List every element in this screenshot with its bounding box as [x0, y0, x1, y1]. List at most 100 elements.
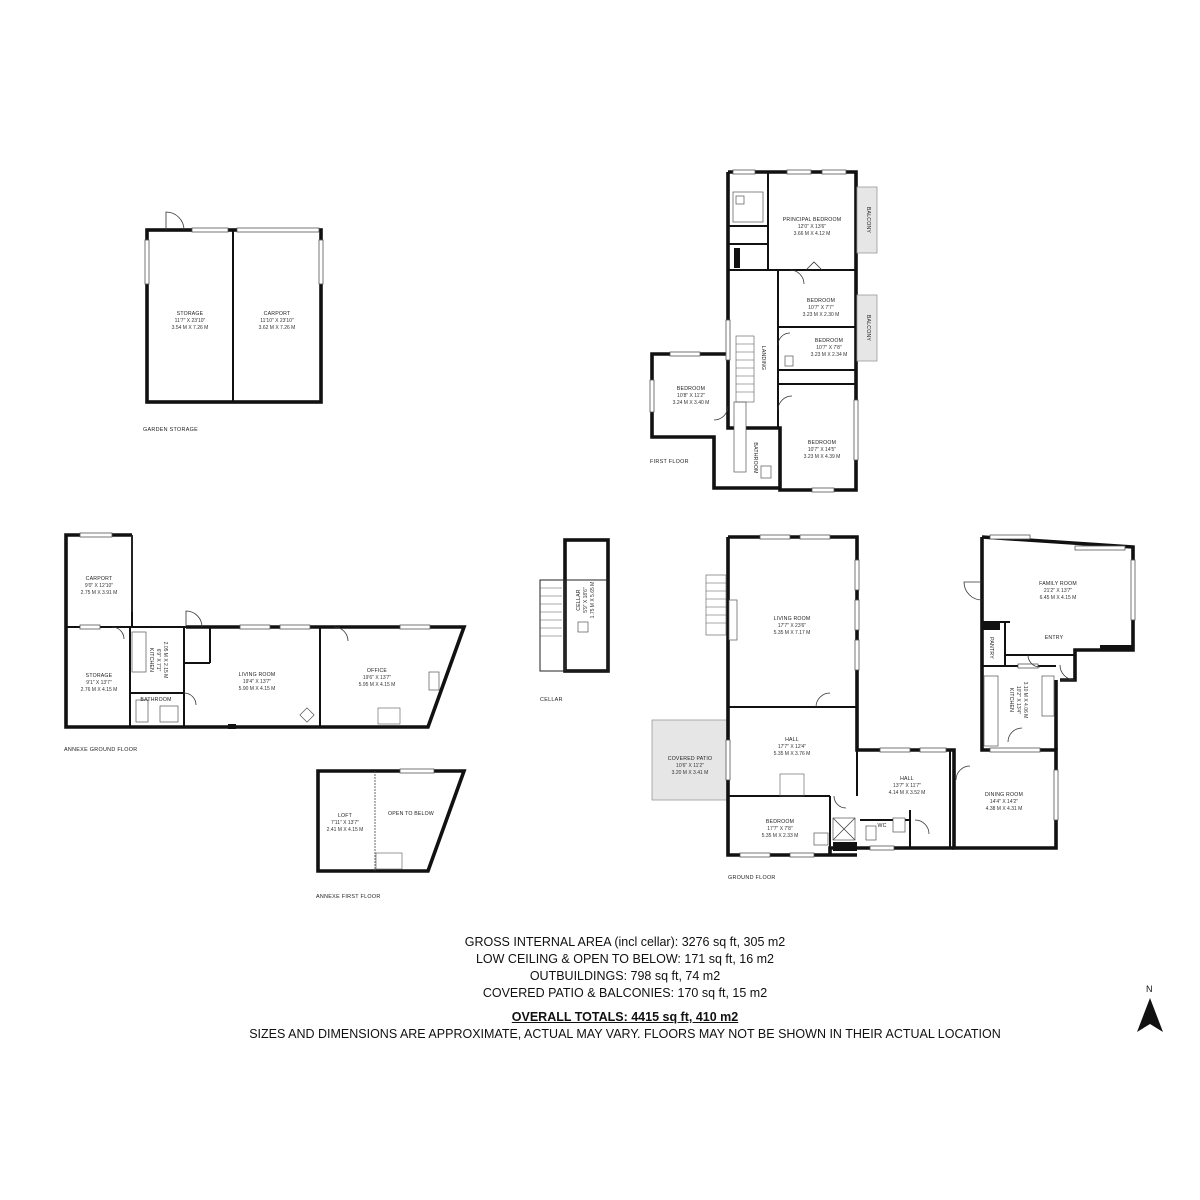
first-floor-wing — [650, 352, 780, 490]
bathroom-label-ff: BATHROOM — [752, 442, 758, 473]
annexe-storage-name: STORAGE — [86, 673, 113, 679]
overall-totals: OVERALL TOTALS: 4415 sq ft, 410 m2 — [511, 1010, 739, 1024]
dining-room-metric: 4.38 M X 4.31 M — [986, 806, 1023, 812]
ground-bedroom-metric: 5.35 M X 2.33 M — [762, 833, 799, 839]
annexe-carport-imperial: 9'0" X 12'10" — [85, 583, 113, 589]
bedroom-4-metric: 3.24 M X 3.40 M — [673, 400, 710, 406]
bedroom-5-name: BEDROOM — [808, 440, 836, 446]
balcony-label-1: BALCONY — [865, 207, 871, 234]
floor-label-cellar: CELLAR — [540, 697, 563, 703]
window — [144, 239, 150, 285]
annexe-outline — [64, 533, 467, 729]
covered-patio-name: COVERED PATIO — [668, 756, 713, 762]
annexe-carport-metric: 2.75 M X 3.91 M — [81, 590, 118, 596]
principal-bedroom-name: PRINCIPAL BEDROOM — [783, 217, 841, 223]
kitchen-metric: 3.10 M X 4.06 M — [1022, 682, 1028, 719]
compass: N — [1137, 984, 1167, 1036]
annexe-kitchen-metric: 2.05 M X 2.15 M — [162, 642, 168, 679]
covered-patio-imperial: 10'6" X 11'2" — [676, 763, 704, 769]
bedroom-3-name: BEDROOM — [815, 338, 843, 344]
living-room-imperial: 17'7" X 23'6" — [778, 623, 806, 629]
balcony-2 — [856, 294, 878, 362]
annexe-living-imperial: 19'4" X 13'7" — [243, 679, 271, 685]
annexe-first-floor-plan — [316, 768, 467, 873]
window — [318, 239, 324, 285]
storage-imperial: 11'7" X 23'10" — [175, 318, 206, 324]
bedroom-4-name: BEDROOM — [677, 386, 705, 392]
outbuildings-area: OUTBUILDINGS: 798 sq ft, 74 m2 — [529, 969, 721, 983]
storage-name: STORAGE — [177, 311, 204, 317]
annexe-bathroom-label: BATHROOM — [140, 697, 171, 703]
bedroom-5-imperial: 10'7" X 14'5" — [808, 447, 836, 453]
hall-1-imperial: 17'7" X 12'4" — [778, 744, 806, 750]
door-swing — [165, 211, 185, 231]
bedroom-3-metric: 3.23 M X 2.34 M — [811, 352, 848, 358]
cellar-metric: 1.75 M X 5.65 M — [590, 582, 596, 619]
ground-bedroom-imperial: 17'7" X 7'8" — [767, 826, 793, 832]
bedroom-3-imperial: 10'7" X 7'8" — [816, 345, 842, 351]
family-room-metric: 6.45 M X 4.15 M — [1040, 595, 1077, 601]
low-ceiling-area: LOW CEILING & OPEN TO BELOW: 171 sq ft, … — [475, 952, 775, 966]
cellar-imperial: 5'9" X 18'6" — [583, 587, 589, 613]
covered-patio-area: COVERED PATIO & BALCONIES: 170 sq ft, 15… — [482, 986, 768, 1000]
office-metric: 5.95 M X 4.15 M — [359, 682, 396, 688]
office-name: OFFICE — [367, 668, 388, 674]
annexe-carport-name: CARPORT — [86, 576, 113, 582]
annexe-living-name: LIVING ROOM — [239, 672, 276, 678]
ground-bedroom-name: BEDROOM — [766, 819, 794, 825]
north-arrow-icon — [1137, 998, 1163, 1032]
family-room-imperial: 21'2" X 13'7" — [1044, 588, 1072, 594]
cellar-name: CELLAR — [576, 589, 582, 610]
first-floor-plan — [649, 169, 878, 493]
living-room-metric: 5.35 M X 7.17 M — [774, 630, 811, 636]
bedroom-2-imperial: 10'7" X 7'7" — [808, 305, 834, 311]
floor-label-annexe-ground: ANNEXE GROUND FLOOR — [64, 747, 137, 753]
family-room-name: FAMILY ROOM — [1039, 581, 1077, 587]
annexe-ground-floor-plan — [64, 532, 467, 729]
carport-opening — [236, 227, 320, 233]
annexe-kitchen-name: KITCHEN — [148, 648, 154, 672]
balcony-1 — [856, 186, 878, 254]
carport-imperial: 11'10" X 23'10" — [260, 318, 294, 324]
floor-label-first-floor: FIRST FLOOR — [650, 459, 689, 465]
hall-2-imperial: 13'7" X 11'7" — [893, 783, 921, 789]
bedroom-2-metric: 3.23 M X 2.30 M — [803, 312, 840, 318]
covered-patio — [651, 719, 729, 801]
hall-2-metric: 4.14 M X 3.52 M — [889, 790, 926, 796]
annexe-storage-imperial: 9'1" X 13'7" — [86, 680, 112, 686]
north-label: N — [1146, 984, 1153, 994]
dining-room-imperial: 14'4" X 14'2" — [990, 799, 1018, 805]
carport-name: CARPORT — [264, 311, 291, 317]
entry-label: ENTRY — [1045, 635, 1064, 641]
floor-label-annexe-first: ANNEXE FIRST FLOOR — [316, 894, 381, 900]
covered-patio-metric: 3.20 M X 3.41 M — [672, 770, 709, 776]
wc-label: WC — [877, 823, 886, 829]
disclaimer: SIZES AND DIMENSIONS ARE APPROXIMATE, AC… — [249, 1027, 1001, 1041]
balcony-label-2: BALCONY — [865, 315, 871, 342]
bedroom-5-metric: 3.23 M X 4.39 M — [804, 454, 841, 460]
hall-1-metric: 5.35 M X 3.76 M — [774, 751, 811, 757]
bedroom-2-name: BEDROOM — [807, 298, 835, 304]
kitchen-name: KITCHEN — [1008, 688, 1014, 712]
bedroom-4-imperial: 10'8" X 11'2" — [677, 393, 705, 399]
storage-metric: 3.54 M X 7.26 M — [172, 325, 209, 331]
principal-bedroom-metric: 3.66 M X 4.12 M — [794, 231, 831, 237]
open-to-below-label: OPEN TO BELOW — [388, 811, 434, 817]
floor-label-garden-storage: GARDEN STORAGE — [143, 427, 198, 433]
floor-label-ground-floor: GROUND FLOOR — [728, 875, 776, 881]
annexe-kitchen-imperial: 6'9" X 7'1" — [155, 649, 161, 672]
area-summary: GROSS INTERNAL AREA (incl cellar): 3276 … — [0, 934, 1200, 1043]
kitchen-imperial: 10'2" X 13'4" — [1015, 686, 1021, 714]
hall-2-name: HALL — [900, 776, 914, 782]
landing-label: LANDING — [760, 346, 766, 370]
window — [191, 227, 229, 233]
living-room-name: LIVING ROOM — [774, 616, 811, 622]
annexe-storage-metric: 2.76 M X 4.15 M — [81, 687, 118, 693]
annexe-living-metric: 5.90 M X 4.15 M — [239, 686, 276, 692]
pantry-label: PANTRY — [988, 637, 994, 659]
carport-metric: 3.62 M X 7.26 M — [259, 325, 296, 331]
garden-storage-plan — [144, 211, 324, 404]
hall-1-name: HALL — [785, 737, 799, 743]
dining-room-name: DINING ROOM — [985, 792, 1023, 798]
